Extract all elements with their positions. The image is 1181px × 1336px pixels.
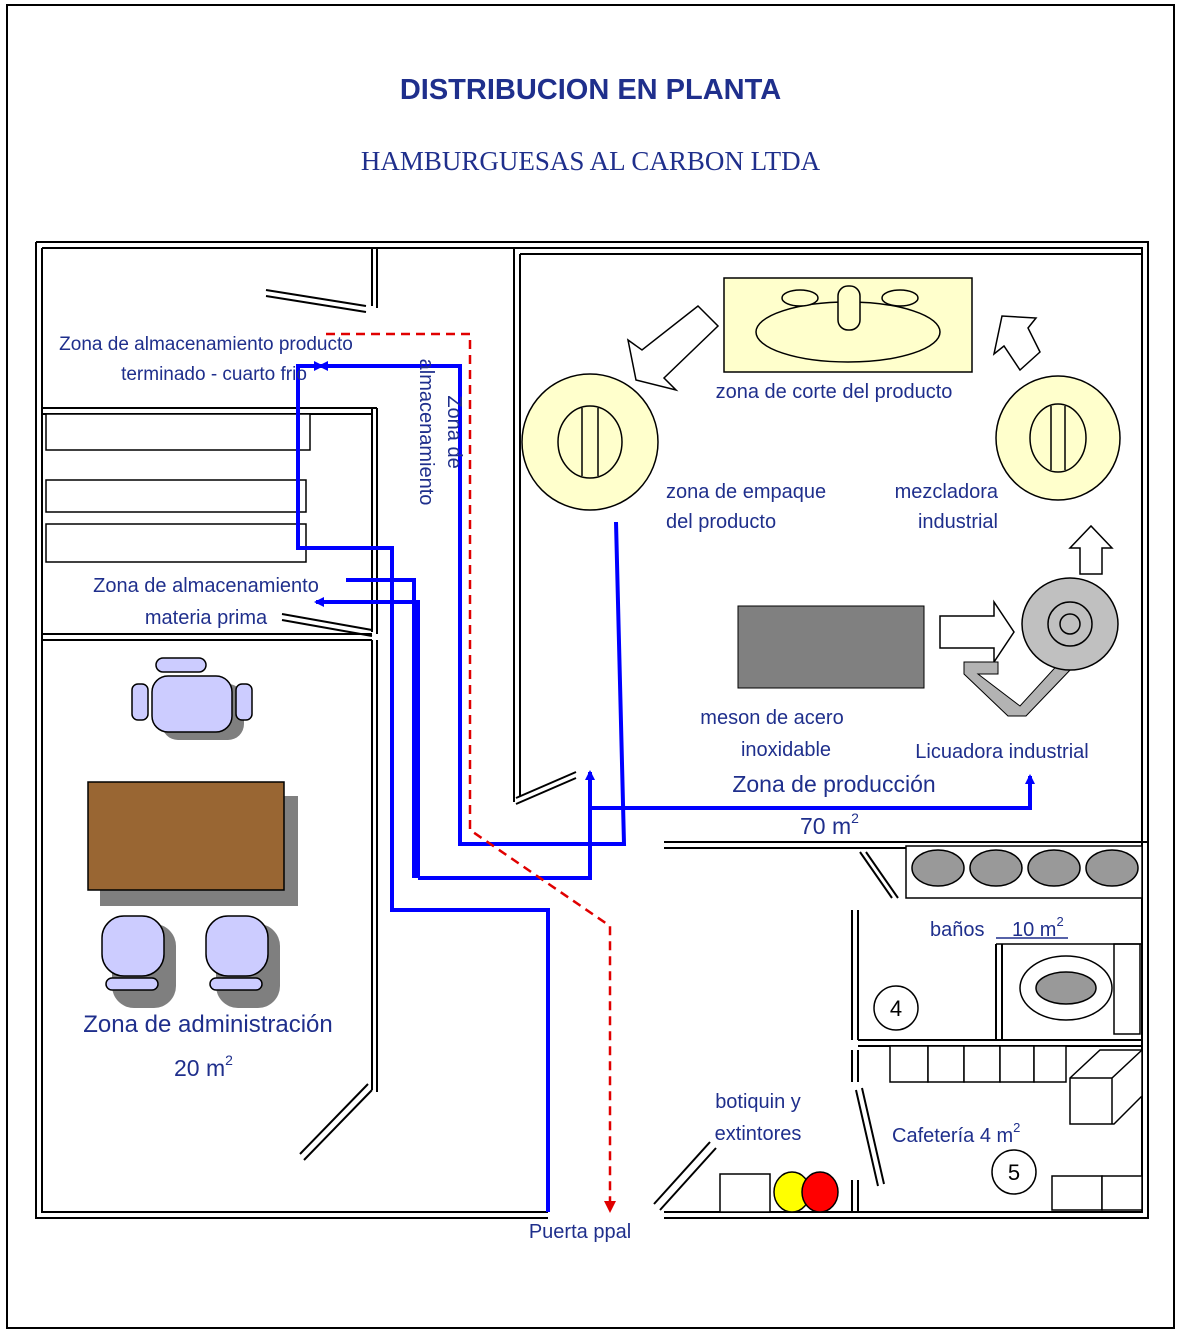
steel-table (737, 605, 925, 689)
label-main-door: Puerta ppal (529, 1221, 631, 1243)
label-mixer-line2: industrial (918, 511, 998, 533)
office-chair-left (101, 915, 176, 1008)
label-cold-storage-line1: Zona de almacenamiento producto (59, 334, 353, 355)
label-steel-table-line1: meson de acero (700, 707, 843, 729)
marker-5-circle (991, 1149, 1037, 1195)
label-admin-area: 20 m2 (174, 1052, 233, 1081)
flow-hollow-arrows (626, 304, 1114, 665)
toilet (1019, 943, 1141, 1035)
office-chair-top (131, 657, 253, 740)
flow-raw-material (418, 770, 595, 880)
extinguisher-red (801, 1171, 839, 1213)
label-bathrooms-area: 10 m2 (1012, 914, 1064, 941)
label-admin-zone: Zona de administración (83, 1011, 332, 1038)
dashed-route (326, 332, 616, 1213)
label-production-area: 70 m2 (800, 810, 859, 839)
label-steel-table-line2: inoxidable (741, 739, 831, 761)
industrial-blender (963, 577, 1119, 717)
cutting-table (723, 277, 973, 373)
flow-lines (296, 361, 1035, 1212)
label-packing-zone-line1: zona de empaque (666, 481, 826, 503)
flow-production (590, 774, 1035, 810)
flow-door-to-production (296, 361, 550, 1212)
page-title: DISTRIBUCION EN PLANTA (399, 74, 782, 106)
marker-4-number: 4 (890, 996, 902, 1021)
shelves (45, 413, 311, 563)
cafeteria-counter (889, 1045, 1143, 1211)
marker-5-number: 5 (1008, 1160, 1020, 1185)
label-cold-storage-line2: terminado - cuarto frio (121, 364, 307, 385)
label-storage-zone-line1: Zona de (443, 395, 465, 468)
doors (265, 289, 899, 1211)
label-first-aid-line2: extintores (715, 1123, 802, 1145)
mixer-machine (995, 375, 1121, 501)
office-desk (87, 781, 298, 906)
label-storage-zone-line2: almacenamiento (415, 359, 437, 506)
sinks (905, 845, 1143, 899)
label-raw-material-line1: Zona de almacenamiento (93, 575, 319, 597)
label-cutting-zone: zona de corte del producto (716, 381, 953, 403)
label-blender: Licuadora industrial (915, 741, 1088, 763)
office-chair-right (205, 915, 280, 1008)
walls (35, 241, 1149, 1219)
first-aid-kit-and-extinguishers (719, 1171, 839, 1213)
label-packing-zone-line2: del producto (666, 511, 776, 533)
label-production-zone: Zona de producción (732, 771, 935, 797)
packing-machine (521, 373, 659, 511)
label-mixer-line1: mezcladora (895, 481, 999, 503)
label-cafeteria: Cafetería 4 m2 (892, 1120, 1020, 1147)
label-bathrooms: baños (930, 919, 985, 941)
label-first-aid-line1: botiquin y (715, 1091, 801, 1113)
page-subtitle: HAMBURGUESAS AL CARBON LTDA (360, 146, 821, 176)
label-raw-material-line2: materia prima (145, 607, 268, 629)
marker-4-circle (873, 985, 919, 1031)
flow-packing-to-storage (318, 361, 627, 846)
